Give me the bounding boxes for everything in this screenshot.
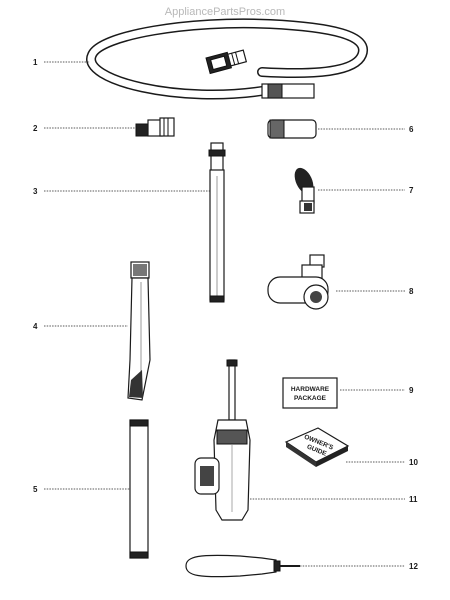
callout-1: 1 xyxy=(33,58,38,67)
callout-6: 6 xyxy=(409,125,414,134)
power-nozzle-part[interactable] xyxy=(267,254,329,310)
callout-11: 11 xyxy=(409,495,418,504)
owners-guide-part[interactable]: OWNER'S GUIDE xyxy=(284,427,350,467)
dusting-brush-part[interactable] xyxy=(291,165,317,214)
hardware-label-line1: HARDWARE xyxy=(291,386,330,393)
handle-tube-part[interactable] xyxy=(185,554,300,578)
swivel-connector-part[interactable] xyxy=(135,117,175,137)
callout-numbers: 1 2 3 4 5 6 7 8 9 10 11 12 xyxy=(33,58,418,571)
handle-assembly-part[interactable] xyxy=(194,359,251,521)
callout-9: 9 xyxy=(409,386,414,395)
callout-7: 7 xyxy=(409,186,414,195)
extension-wand-part[interactable] xyxy=(208,142,226,303)
hose-part[interactable] xyxy=(86,18,368,100)
callout-5: 5 xyxy=(33,485,38,494)
crevice-tool-part[interactable] xyxy=(127,261,151,401)
watermark: AppliancePartsPros.com xyxy=(165,6,285,18)
callout-12: 12 xyxy=(409,562,418,571)
callout-3: 3 xyxy=(33,187,38,196)
wand-tube-part[interactable] xyxy=(129,419,149,559)
callout-2: 2 xyxy=(33,124,38,133)
hardware-label-line2: PACKAGE xyxy=(294,395,327,402)
hardware-package-part[interactable]: HARDWARE PACKAGE xyxy=(282,377,338,409)
callout-10: 10 xyxy=(409,458,418,467)
leader-lines xyxy=(44,61,405,567)
callout-8: 8 xyxy=(409,287,414,296)
callout-4: 4 xyxy=(33,322,38,331)
coupling-tube-part[interactable] xyxy=(267,119,317,139)
